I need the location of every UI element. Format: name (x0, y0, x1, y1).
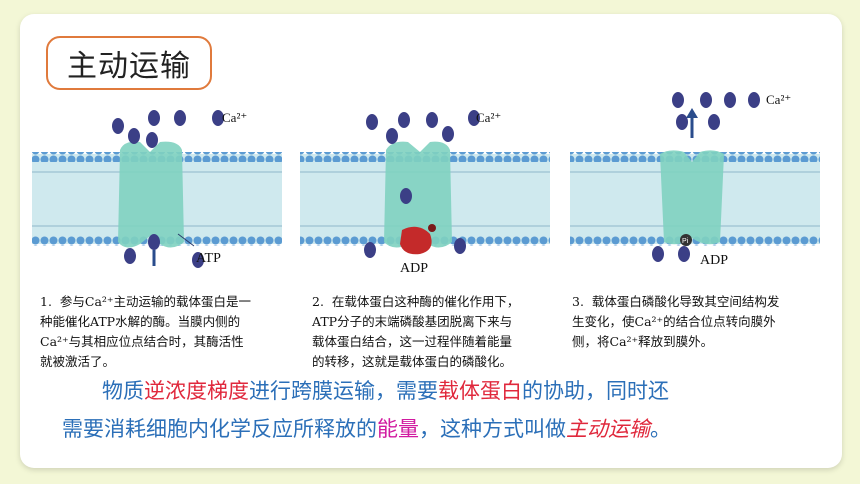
pi-label-3: Pi (682, 238, 689, 245)
page-title: 主动运输 (67, 49, 191, 84)
summary-line-1: 物质逆浓度梯度进行跨膜运输，需要载体蛋白的协助，同时还 (62, 372, 812, 410)
title-box: 主动运输 (46, 36, 212, 90)
membrane-diagram-2: Ca²⁺ ADP (300, 110, 550, 276)
caption-3-line-2: 生变化，使Ca²⁺的结合位点转向膜外 (572, 314, 776, 329)
summary-part-2: 进行跨膜运输，需要 (249, 379, 438, 403)
diagram-panel-3: Pi Ca²⁺ ADP (566, 92, 834, 282)
highlight-carrier-protein: 载体蛋白 (438, 379, 522, 403)
ion-label-1: Ca²⁺ (222, 110, 247, 125)
adp-label-3: ADP (700, 253, 728, 268)
caption-1-num: 1. (40, 294, 52, 309)
atp-label: ATP (196, 251, 221, 266)
caption-2-line-3: 载体蛋白结合，这一过程伴随着能量 (312, 334, 513, 349)
caption-2-line-2: ATP分子的末端磷酸基团脱离下来与 (312, 314, 513, 329)
caption-2-line-4: 的转移，这就是载体蛋白的磷酸化。 (312, 354, 513, 369)
ion-label-3: Ca²⁺ (766, 92, 791, 107)
caption-2-num: 2. (312, 294, 324, 309)
adp-label-2: ADP (400, 261, 428, 276)
summary-text: 物质逆浓度梯度进行跨膜运输，需要载体蛋白的协助，同时还 需要消耗细胞内化学反应所… (62, 372, 812, 448)
membrane-diagram-3: Pi Ca²⁺ ADP (570, 92, 820, 268)
caption-3-line-1: 载体蛋白磷酸化导致其空间结构发 (591, 294, 780, 309)
highlight-gradient: 逆浓度梯度 (144, 379, 249, 403)
highlight-energy: 能量 (377, 417, 419, 441)
caption-1-line-2: 种能催化ATP水解的酶。当膜内侧的 (40, 314, 241, 329)
ion-label-2: Ca²⁺ (476, 110, 501, 125)
caption-3: 3. 载体蛋白磷酸化导致其空间结构发 生变化，使Ca²⁺的结合位点转向膜外 侧，… (572, 292, 832, 352)
summary-part-1: 物质 (102, 379, 144, 403)
summary-part-5: ，这种方式叫做 (419, 417, 566, 441)
diagram-panel-1: Ca²⁺ ATP (22, 92, 290, 282)
summary-part-4: 需要消耗细胞内化学反应所释放的 (62, 417, 377, 441)
caption-3-line-3: 侧，将Ca²⁺释放到膜外。 (572, 334, 714, 349)
summary-part-6: 。 (650, 417, 671, 441)
caption-1: 1. 参与Ca²⁺主动运输的载体蛋白是一 种能催化ATP水解的酶。当膜内侧的 C… (40, 292, 290, 372)
summary-line-2: 需要消耗细胞内化学反应所释放的能量，这种方式叫做主动运输。 (62, 410, 812, 448)
highlight-active-transport: 主动运输 (566, 417, 650, 441)
diagram-panel-2: Ca²⁺ ADP (296, 92, 564, 282)
summary-part-3: 的协助，同时还 (522, 379, 669, 403)
caption-2-line-1: 在载体蛋白这种酶的催化作用下， (331, 294, 520, 309)
caption-1-line-1: 参与Ca²⁺主动运输的载体蛋白是一 (59, 294, 252, 309)
caption-1-line-3: Ca²⁺与其相应位点结合时，其酶活性 (40, 334, 244, 349)
membrane-diagram-1: Ca²⁺ ATP (32, 110, 282, 268)
caption-2: 2. 在载体蛋白这种酶的催化作用下， ATP分子的末端磷酸基团脱离下来与 载体蛋… (312, 292, 562, 372)
caption-3-num: 3. (572, 294, 584, 309)
caption-1-line-4: 就被激活了。 (40, 354, 116, 369)
